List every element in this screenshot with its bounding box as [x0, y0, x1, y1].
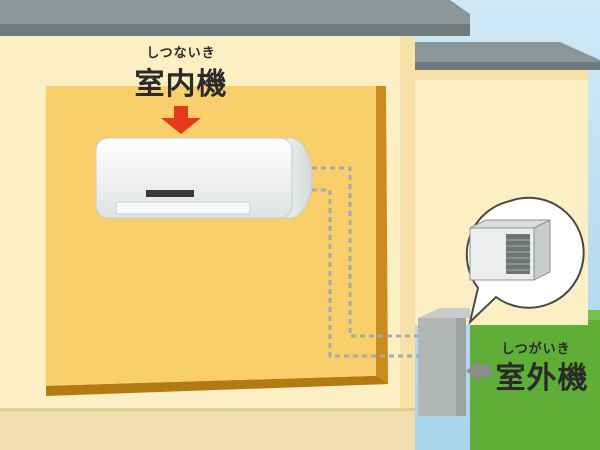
indoor-unit-arrow — [161, 106, 201, 134]
interior-wall — [46, 86, 376, 386]
foundation — [0, 408, 415, 450]
main-roof — [0, 0, 470, 30]
interior-floor-edge — [46, 376, 388, 396]
outdoor-unit-arrow — [466, 360, 492, 382]
callout-unit-fan-grille — [506, 234, 530, 274]
indoor-unit — [95, 137, 313, 219]
side-roof-edge — [408, 62, 600, 70]
refrigerant-pipe-inner — [312, 188, 418, 358]
callout-unit-side — [533, 219, 551, 281]
outdoor-unit-side — [456, 318, 466, 416]
indoor-unit-body — [95, 137, 293, 219]
outdoor-unit — [418, 308, 470, 416]
indoor-unit-display — [146, 190, 194, 197]
main-roof-edge — [0, 24, 470, 36]
outdoor-unit-label: 室外機 — [496, 361, 589, 396]
indoor-unit-vent — [115, 201, 251, 215]
side-house-band — [412, 70, 588, 80]
refrigerant-pipe-outer — [312, 166, 418, 338]
outdoor-unit-top — [418, 308, 470, 318]
indoor-unit-label: 室内機 — [135, 67, 228, 102]
main-house-wall-shade — [400, 36, 415, 450]
outdoor-unit-callout — [465, 196, 585, 326]
outdoor-unit-ruby: しつがいき — [501, 341, 570, 357]
callout-unit-grille-lines — [506, 239, 530, 271]
indoor-unit-ruby: しつないき — [146, 46, 215, 61]
foundation-line — [0, 408, 415, 411]
grass — [470, 310, 600, 450]
